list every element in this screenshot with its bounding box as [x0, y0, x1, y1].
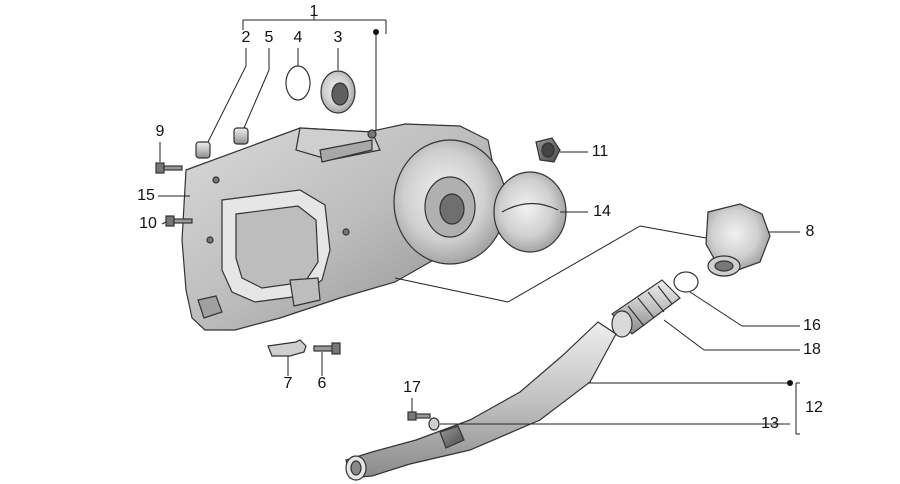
- callout-2: 2: [242, 29, 251, 46]
- callout-1: 1: [310, 3, 319, 20]
- callout-13: 13: [761, 415, 779, 432]
- air-intake-8: [705, 203, 771, 277]
- clamp-16: [673, 271, 699, 293]
- callout-3: 3: [334, 29, 343, 46]
- callout-18: 18: [803, 341, 821, 358]
- circlip-4: [285, 65, 311, 101]
- callout-4: 4: [294, 29, 303, 46]
- callout-labels: 1 2 3 4 5 6 7 8 9 10 11 12 13 14 15 16 1…: [137, 3, 823, 432]
- bearing-3: [320, 70, 356, 114]
- inspection-cover-14: [493, 171, 567, 253]
- dowel-pin-5: [233, 127, 249, 145]
- screw-17: [407, 411, 431, 421]
- callout-15: 15: [137, 187, 155, 204]
- screw-6: [313, 342, 341, 355]
- bracket-7: [267, 339, 307, 357]
- callout-6: 6: [318, 375, 327, 392]
- callout-16: 16: [803, 317, 821, 334]
- callout-7: 7: [284, 375, 293, 392]
- plug-11: [535, 137, 561, 163]
- dowel-pin-2: [195, 141, 211, 159]
- callout-9: 9: [156, 123, 165, 140]
- air-duct-12: [345, 321, 617, 481]
- callout-14: 14: [593, 203, 611, 220]
- callout-12: 12: [805, 399, 823, 416]
- screw-9: [155, 162, 183, 174]
- bellow-18: [611, 279, 681, 338]
- callout-5: 5: [265, 29, 274, 46]
- callout-17: 17: [403, 379, 421, 396]
- washer-13: [428, 417, 440, 431]
- transmission-cover: [181, 123, 507, 331]
- callout-11: 11: [592, 143, 609, 160]
- callout-8: 8: [806, 223, 815, 240]
- leader-lines: [158, 12, 800, 435]
- callout-10: 10: [139, 215, 157, 232]
- screw-10: [165, 215, 193, 227]
